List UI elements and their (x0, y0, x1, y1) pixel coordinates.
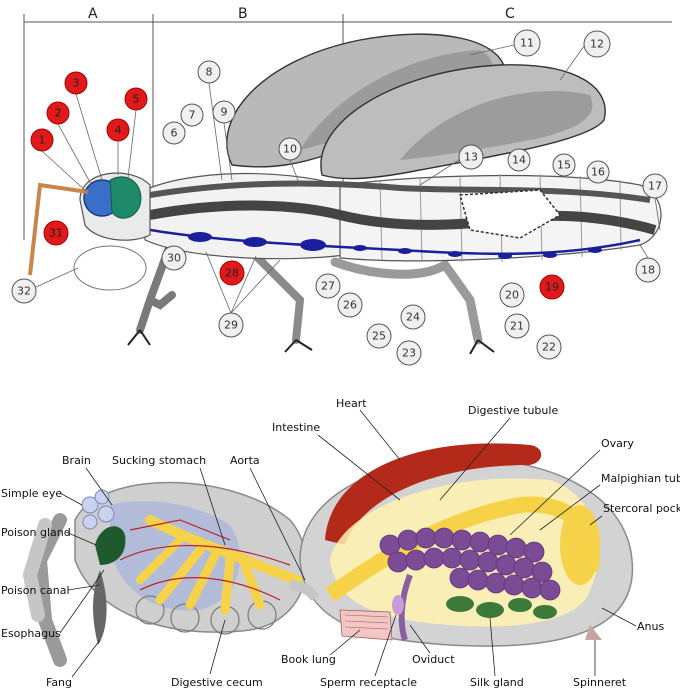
sperm-receptacle (392, 595, 404, 615)
callout-13: 13 (464, 151, 478, 164)
callout-24: 24 (406, 311, 420, 324)
callout-10: 10 (283, 143, 297, 156)
callout-19: 19 (545, 281, 559, 294)
callout-32: 32 (17, 285, 31, 298)
spider-diagram: Heart Intestine Digestive tubule Ovary M… (1, 397, 680, 689)
label-anus: Anus (637, 620, 664, 633)
section-a-label: A (88, 6, 98, 22)
callout-30: 30 (167, 252, 181, 265)
label-simple-eye: Simple eye (1, 487, 62, 500)
callout-7: 7 (189, 109, 196, 122)
label-sperm-receptacle: Sperm receptacle (320, 676, 417, 689)
stercoral-pocket (560, 505, 600, 585)
callout-18: 18 (641, 264, 655, 277)
label-malpighian-tubule: Malpighian tubu (601, 472, 680, 485)
insect-diagram: A B C (12, 6, 672, 365)
callout-16: 16 (591, 166, 605, 179)
label-aorta: Aorta (230, 454, 260, 467)
label-esophagus: Esophagus (1, 627, 61, 640)
mouthparts-outline (74, 246, 146, 290)
callout-4: 4 (115, 124, 122, 137)
callout-28: 28 (225, 267, 239, 280)
callout-5: 5 (133, 93, 140, 106)
callout-2: 2 (55, 107, 62, 120)
callout-31: 31 (49, 227, 63, 240)
callout-8: 8 (206, 66, 213, 79)
callout-21: 21 (510, 320, 524, 333)
label-brain: Brain (62, 454, 91, 467)
callout-15: 15 (557, 159, 571, 172)
callout-9: 9 (221, 106, 228, 119)
callout-22: 22 (542, 341, 556, 354)
callout-17: 17 (648, 180, 662, 193)
label-ovary: Ovary (601, 437, 634, 450)
callout-14: 14 (512, 154, 526, 167)
callout-23: 23 (402, 347, 416, 360)
callout-1: 1 (39, 134, 46, 147)
label-sucking-stomach: Sucking stomach (112, 454, 206, 467)
callout-12: 12 (590, 38, 604, 51)
label-heart: Heart (336, 397, 367, 410)
book-lung (340, 610, 392, 640)
callout-20: 20 (505, 289, 519, 302)
callout-11: 11 (520, 37, 534, 50)
label-spinneret: Spinneret (573, 676, 627, 689)
label-digestive-cecum: Digestive cecum (171, 676, 263, 689)
label-stercoral-pocket: Stercoral pocke (603, 502, 680, 515)
callout-3: 3 (73, 77, 80, 90)
callout-29: 29 (224, 319, 238, 332)
label-book-lung: Book lung (281, 653, 336, 666)
callout-26: 26 (343, 299, 357, 312)
label-oviduct: Oviduct (412, 653, 455, 666)
label-poison-canal: Poison canal (1, 584, 70, 597)
label-intestine: Intestine (272, 421, 320, 434)
section-c-label: C (505, 6, 515, 22)
callout-27: 27 (321, 280, 335, 293)
label-poison-gland: Poison gland (1, 526, 71, 539)
label-silk-gland: Silk gland (470, 676, 524, 689)
label-fang: Fang (46, 676, 72, 689)
label-digestive-tubule: Digestive tubule (468, 404, 558, 417)
callout-25: 25 (372, 330, 386, 343)
callout-6: 6 (171, 127, 178, 140)
section-b-label: B (238, 6, 248, 22)
middle-leg (255, 255, 300, 340)
